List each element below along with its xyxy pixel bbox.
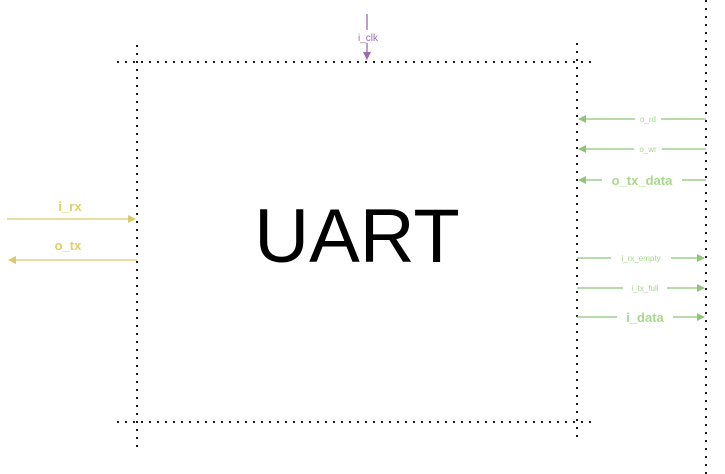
rd-label-bg bbox=[635, 113, 661, 125]
block-title: UART bbox=[254, 194, 460, 279]
wr-label-bg bbox=[634, 143, 662, 155]
rx-empty-label: i_rx_empty bbox=[621, 254, 660, 263]
tx-data-label: o_tx_data bbox=[612, 173, 673, 188]
clock-label: i_clk bbox=[358, 33, 379, 44]
tx-full-label-bg bbox=[623, 282, 667, 294]
rx-label: i_rx bbox=[58, 199, 82, 214]
rx-empty-label-bg bbox=[611, 252, 671, 264]
serial-signals: i_rx o_tx bbox=[7, 199, 137, 264]
clock-signal: i_clk bbox=[354, 14, 382, 60]
tx-data-label-bg bbox=[602, 171, 682, 188]
data-label: i_data bbox=[626, 310, 664, 325]
data-label-bg bbox=[617, 309, 673, 326]
rd-label: o_rd bbox=[640, 115, 656, 124]
block-border bbox=[117, 0, 707, 474]
clock-label-bg bbox=[354, 30, 382, 43]
bus-signals: o_rd o_wr o_tx_data i_rx_empty i_tx_full… bbox=[577, 113, 706, 326]
wr-label: o_wr bbox=[639, 145, 657, 154]
tx-full-label: i_tx_full bbox=[631, 284, 658, 293]
tx-label: o_tx bbox=[55, 238, 83, 253]
